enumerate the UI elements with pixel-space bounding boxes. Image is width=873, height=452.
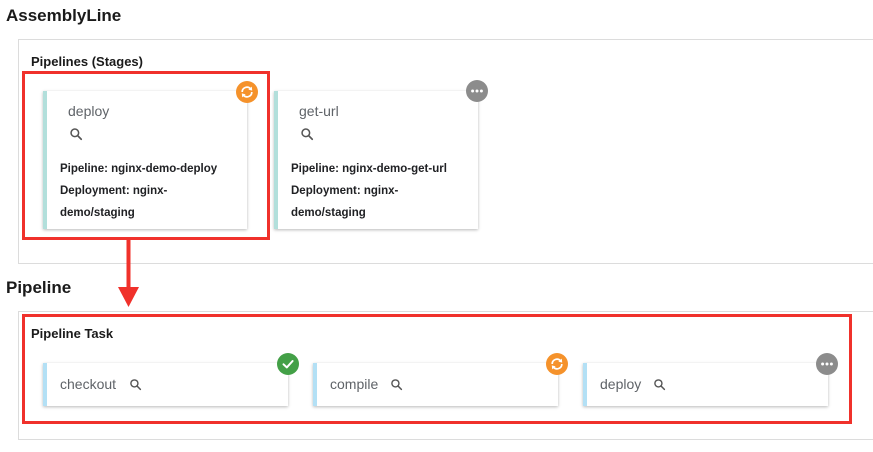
sync-icon xyxy=(551,358,563,370)
stage-deployment-text: Deployment: nginx- xyxy=(291,185,399,197)
task-name: compile xyxy=(330,376,379,392)
stage-name: deploy xyxy=(68,103,110,119)
stage-status-badge xyxy=(236,81,258,103)
stage-details: Pipeline: nginx-demo-get-url Deployment:… xyxy=(291,158,479,224)
search-icon[interactable] xyxy=(129,378,142,391)
task-card-deploy[interactable]: deploy xyxy=(583,363,828,406)
more-icon xyxy=(471,89,483,93)
more-icon xyxy=(821,362,833,366)
stage-card-deploy[interactable]: deploy Pipeline: nginx-demo-deploy Deplo… xyxy=(43,91,247,229)
tasks-panel-title: Pipeline Task xyxy=(31,326,114,341)
search-icon[interactable] xyxy=(390,378,403,391)
stages-panel-title: Pipelines (Stages) xyxy=(31,54,143,69)
page-title: AssemblyLine xyxy=(6,6,122,25)
stage-deployment-text: Deployment: nginx- xyxy=(60,185,168,197)
task-status-badge[interactable] xyxy=(816,353,838,375)
section-title: Pipeline xyxy=(6,278,72,297)
task-status-badge xyxy=(277,353,299,375)
search-icon[interactable] xyxy=(69,127,83,141)
task-status-badge xyxy=(546,353,568,375)
check-icon xyxy=(282,360,294,369)
task-name: deploy xyxy=(600,376,642,392)
task-card-compile[interactable]: compile xyxy=(313,363,558,406)
stage-pipeline-text: Pipeline: nginx-demo-get-url xyxy=(291,163,447,175)
task-highlight-annotation xyxy=(22,314,852,424)
search-icon[interactable] xyxy=(300,127,314,141)
stage-status-badge[interactable] xyxy=(466,80,488,102)
stage-deployment-text-cont: demo/staging xyxy=(291,207,366,219)
stage-name: get-url xyxy=(299,103,339,119)
stage-pipeline-text: Pipeline: nginx-demo-deploy xyxy=(60,163,218,175)
annotation-arrow-icon xyxy=(118,239,139,307)
stage-details: Pipeline: nginx-demo-deploy Deployment: … xyxy=(60,158,248,224)
search-icon[interactable] xyxy=(653,378,666,391)
task-card-checkout[interactable]: checkout xyxy=(43,363,288,406)
stage-card-get-url[interactable]: get-url Pipeline: nginx-demo-get-url Dep… xyxy=(274,91,478,229)
stage-highlight-annotation xyxy=(22,71,270,240)
sync-icon xyxy=(241,86,253,98)
stage-deployment-text-cont: demo/staging xyxy=(60,207,135,219)
task-name: checkout xyxy=(60,376,117,392)
